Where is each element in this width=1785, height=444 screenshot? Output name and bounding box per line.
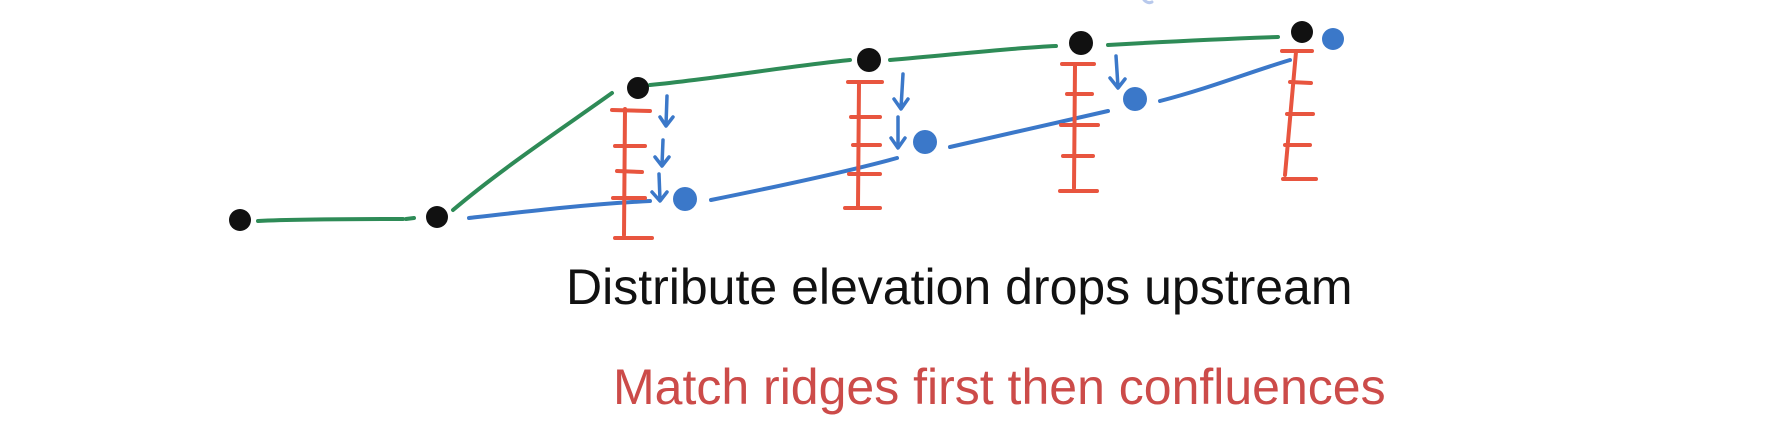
stray-stroke-mark [1142, 0, 1154, 5]
adjusted-profile-segment-4 [1158, 58, 1292, 103]
ridge-node [857, 48, 881, 72]
ridge-nodes [229, 21, 1313, 231]
adjusted-profile-segment-2 [709, 156, 899, 202]
adjusted-profile-segment-1 [467, 199, 652, 220]
confluence-node [673, 187, 697, 211]
ridge-node [229, 209, 251, 231]
elevation-ladder-4 [1280, 49, 1318, 181]
ladder-rung [615, 169, 644, 174]
elevation-ladder-1 [610, 107, 654, 240]
adjusted-profile [467, 58, 1292, 220]
ridge-node [1291, 21, 1313, 43]
ridge-node [627, 77, 649, 99]
original-profile-segment-3 [451, 91, 614, 212]
ridge-node [426, 206, 448, 228]
ladder-rung [610, 108, 652, 113]
drop-arrows [650, 54, 1127, 203]
original-profile-segment-4 [648, 58, 852, 87]
drop-arrow-icon [892, 72, 910, 111]
ridge-node [1069, 31, 1093, 55]
original-profile-segment-6 [1106, 35, 1280, 47]
confluence-node [913, 130, 937, 154]
ladder-rung [1288, 80, 1313, 85]
elevation-ladder-2 [843, 80, 884, 210]
original-profile-segment-5 [888, 44, 1058, 62]
confluence-nodes [673, 28, 1344, 211]
drop-arrow-icon [658, 94, 675, 128]
drop-arrow-icon [1108, 54, 1127, 90]
original-profile-segment-2 [404, 216, 416, 221]
confluence-node [1123, 87, 1147, 111]
diagram-caption-sub: Match ridges first then confluences [613, 359, 1386, 415]
drop-arrow-icon [653, 138, 671, 168]
drop-arrow-icon [889, 115, 907, 150]
original-profile [256, 35, 1280, 223]
elevation-ladder-3 [1058, 62, 1100, 193]
drop-arrow-icon [650, 172, 669, 203]
confluence-node [1322, 28, 1344, 50]
original-profile-segment-1 [256, 217, 405, 223]
diagram-caption-main: Distribute elevation drops upstream [566, 259, 1353, 315]
adjusted-profile-segment-3 [948, 109, 1110, 149]
